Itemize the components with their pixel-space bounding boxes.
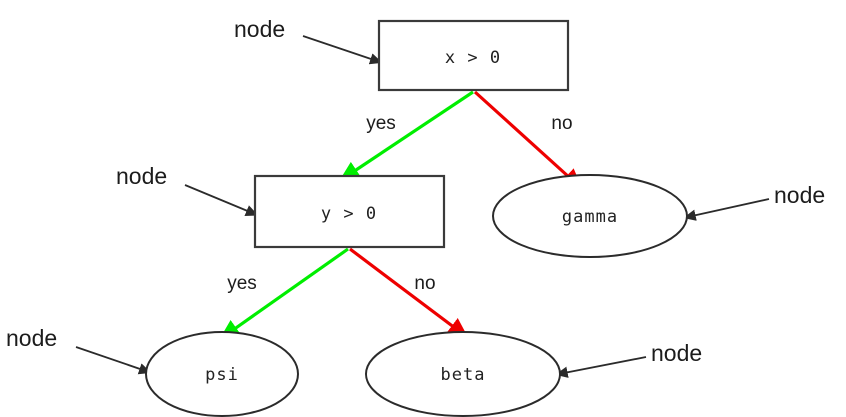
annotation-label-inner: node	[116, 163, 167, 189]
edge-line-yes-1	[338, 90, 474, 182]
node-root-decision[interactable]: x > 0	[377, 19, 570, 92]
annotation-label-psi: node	[6, 325, 57, 351]
annotation-label-root: node	[234, 16, 285, 42]
node-beta-label: beta	[441, 365, 486, 385]
node-beta-leaf[interactable]: beta	[365, 331, 561, 417]
edge-inner-to-psi-yes: yes	[219, 247, 349, 340]
node-gamma-label: gamma	[562, 207, 618, 227]
node-root-label: x > 0	[445, 48, 501, 68]
annotation-line-beta	[555, 356, 647, 378]
annotation-label-gamma: node	[774, 182, 825, 208]
node-psi-shape[interactable]	[145, 331, 299, 417]
annotation-label-beta: node	[651, 340, 702, 366]
annotation-line-root	[302, 35, 383, 65]
annotation-node-psi: node	[6, 325, 152, 375]
edge-inner-to-beta-no: no	[349, 247, 469, 339]
edge-line-no-2	[349, 247, 469, 339]
annotation-line-psi	[75, 346, 152, 375]
node-inner-shape[interactable]	[253, 174, 446, 249]
edge-label-no-2: no	[414, 273, 435, 294]
annotation-node-beta: node	[555, 340, 702, 378]
node-root-shape[interactable]	[377, 19, 570, 92]
node-gamma-leaf[interactable]: gamma	[492, 174, 688, 258]
annotation-line-gamma	[683, 198, 770, 221]
node-gamma-shape[interactable]	[492, 174, 688, 258]
edge-label-yes-1: yes	[366, 113, 396, 134]
node-inner-label: y > 0	[321, 204, 377, 224]
annotation-node-inner: node	[116, 163, 259, 216]
node-inner-decision[interactable]: y > 0	[253, 174, 446, 249]
edge-label-no-1: no	[551, 113, 572, 134]
node-psi-leaf[interactable]: psi	[145, 331, 299, 417]
annotation-line-inner	[184, 184, 259, 216]
edge-root-to-inner-yes: yes	[338, 90, 474, 182]
edge-root-to-gamma-no: no	[473, 90, 583, 190]
annotation-node-gamma: node	[683, 182, 825, 221]
edge-line-no-1	[473, 90, 583, 190]
node-psi-label: psi	[205, 365, 239, 385]
node-beta-shape[interactable]	[365, 331, 561, 417]
edge-line-yes-2	[219, 247, 349, 340]
edge-label-yes-2: yes	[227, 273, 257, 294]
annotation-node-root: node	[234, 16, 383, 65]
